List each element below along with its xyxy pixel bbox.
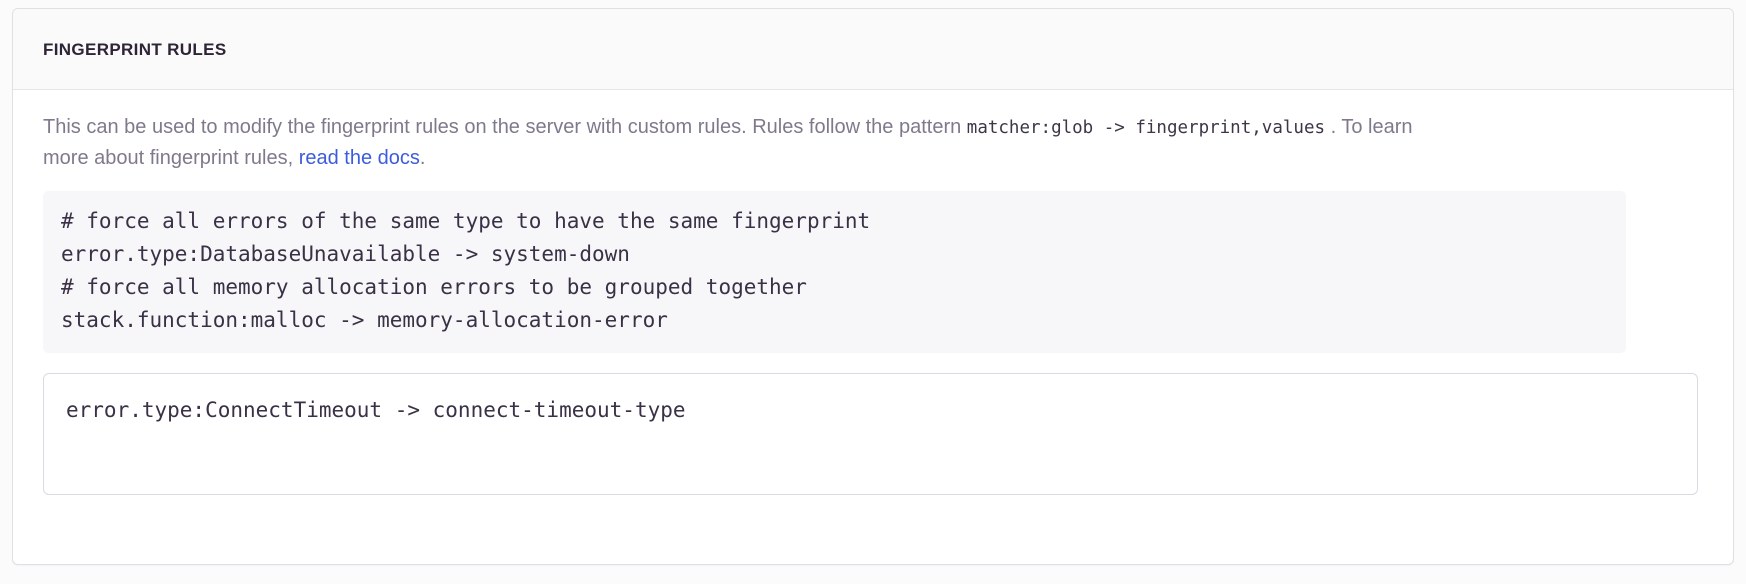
inline-code-pattern: matcher:glob -> fingerprint,: [966, 118, 1262, 138]
description-part-1: This can be used to modify the fingerpri…: [43, 116, 967, 138]
description-part-2: . To learn more about fingerprint rules,: [43, 116, 1413, 169]
description-text: This can be used to modify the fingerpri…: [43, 112, 1463, 173]
page-title: FINGERPRINT RULES: [43, 39, 227, 59]
panel-body: This can be used to modify the fingerpri…: [13, 90, 1733, 495]
code-line: error.type:DatabaseUnavailable -> system…: [61, 242, 630, 266]
panel-header: FINGERPRINT RULES: [13, 9, 1733, 90]
description-part-3: .: [419, 147, 426, 169]
code-line: # force all memory allocation errors to …: [61, 275, 807, 299]
fingerprint-rules-panel: FINGERPRINT RULES This can be used to mo…: [12, 8, 1734, 565]
code-line: # force all errors of the same type to h…: [61, 209, 871, 233]
fingerprint-rules-input[interactable]: [43, 373, 1698, 495]
example-code-block: # force all errors of the same type to h…: [43, 191, 1626, 353]
read-the-docs-link[interactable]: read the docs: [298, 147, 420, 169]
code-line: stack.function:malloc -> memory-allocati…: [61, 308, 668, 332]
inline-code-values: values: [1261, 118, 1326, 138]
